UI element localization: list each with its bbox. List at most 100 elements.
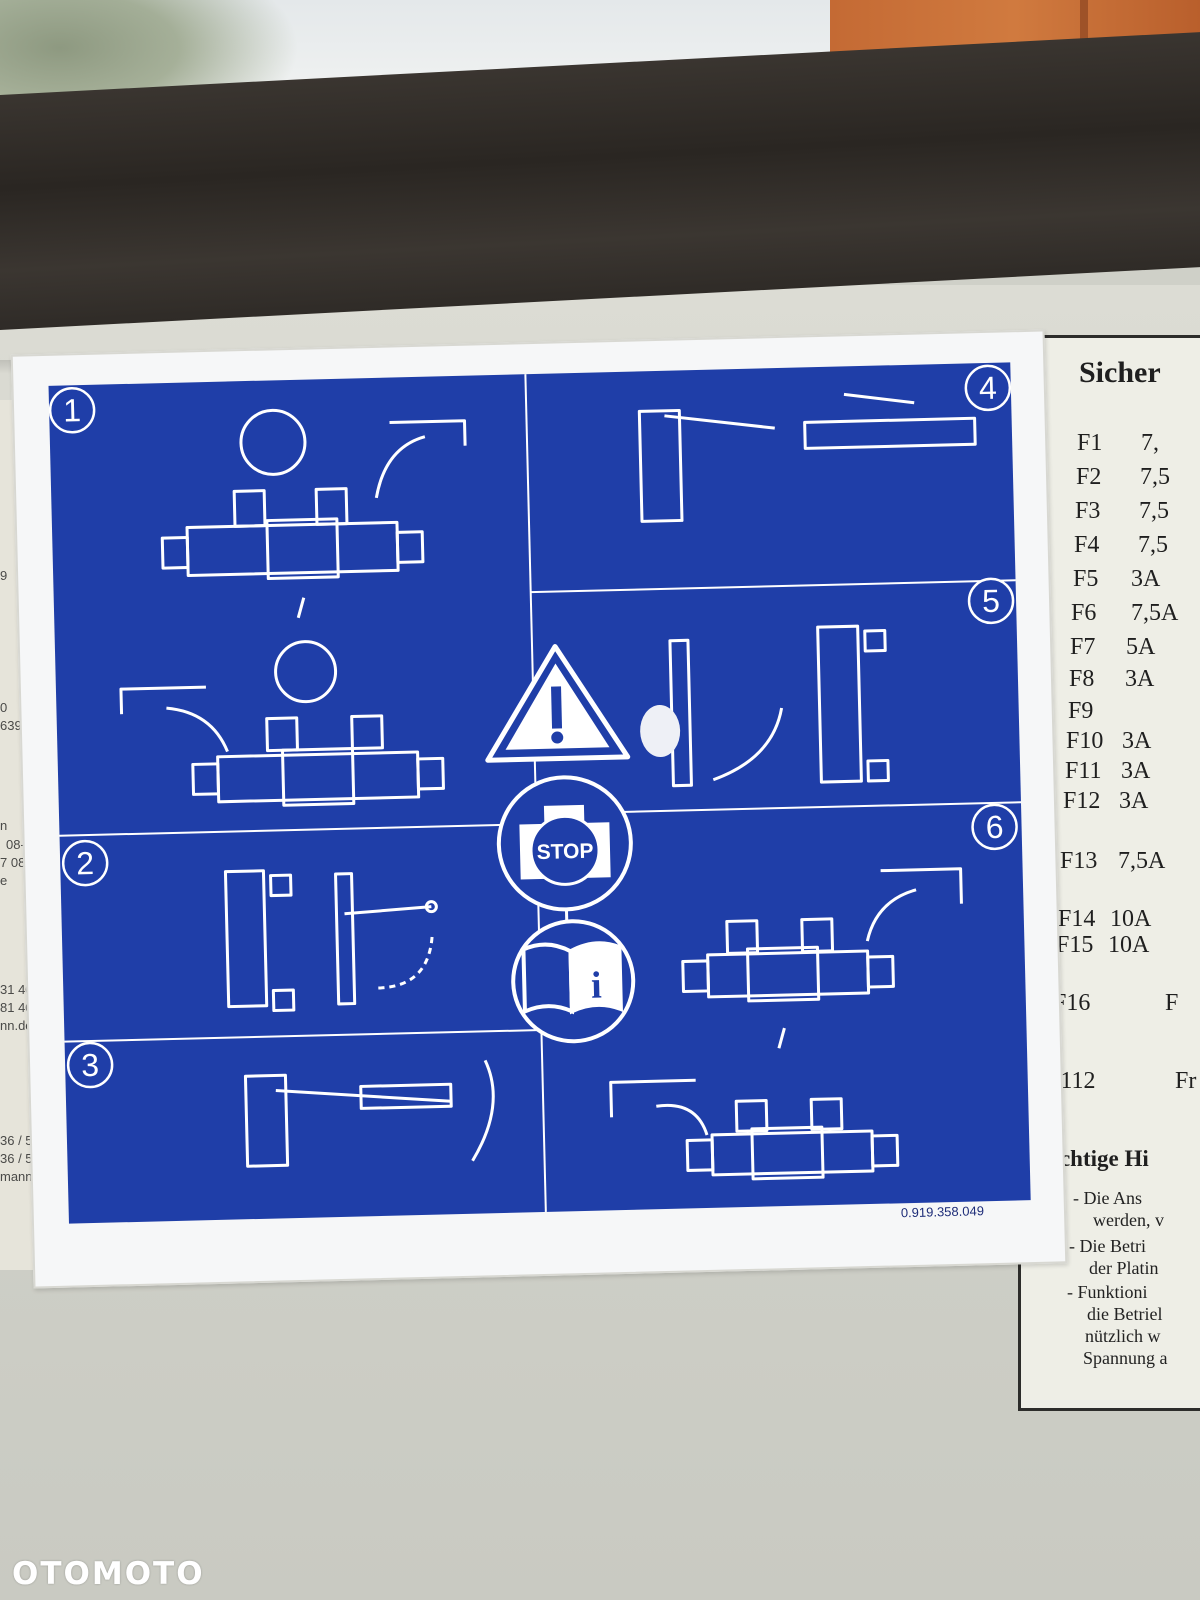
fuse-id: F16 (1053, 990, 1091, 1016)
hydraulic-instruction-sign: 1 2 3 4 5 6 (10, 329, 1068, 1289)
fuse-row: F12 3A (1063, 788, 1148, 815)
fuse-id: F10 (1066, 728, 1104, 754)
fuse-rating: 10A (1110, 906, 1152, 932)
slash-separator (777, 1027, 786, 1049)
contact-line: 639 (0, 718, 22, 733)
fuse-id: F11 (1065, 758, 1102, 784)
panel-divider (64, 1029, 542, 1043)
fuse-row: F13 7,5A (1060, 848, 1165, 875)
contact-line: nn.de (0, 1018, 33, 1033)
step-badge (967, 577, 1015, 625)
fuse-row: F15 10A (1056, 932, 1149, 959)
step-badge (971, 803, 1018, 851)
double-arrow-icon (471, 1059, 495, 1162)
fuse-row: F16 F (1053, 990, 1178, 1017)
fuse-row: F11 3A (1065, 758, 1150, 785)
step-number: 2 (76, 845, 95, 881)
fuse-id: F6 (1071, 600, 1097, 626)
fuse-row: F14 10A (1058, 906, 1151, 933)
fuse-row: F4 7,5 (1074, 532, 1168, 559)
fuse-row: F3 7,5 (1075, 498, 1169, 525)
fuse-rating: 7,5 (1140, 464, 1170, 490)
fuse-id: F12 (1063, 788, 1101, 814)
fuse-rating: 3A (1121, 758, 1151, 784)
fuse-rating: 7,5A (1118, 848, 1166, 874)
watermark-logo: OTOMOTO (12, 1556, 205, 1592)
fuse-rating: 7,5 (1139, 498, 1169, 524)
curved-arrow-icon (166, 706, 229, 753)
fuse-row: F6 7,5A (1071, 600, 1178, 627)
fuse-id: F5 (1073, 566, 1099, 592)
fuse-rating: 3A (1119, 788, 1149, 814)
fuse-rating: 7,5 (1138, 532, 1168, 558)
step-number: 6 (985, 809, 1004, 845)
fuse-table-label: Sicher F1 7, F2 7,5 F3 7,5 F4 7,5 F5 3A F6 7,5… (1018, 335, 1200, 1411)
note-line: - Funktioni (1067, 1282, 1148, 1302)
lever-icon (880, 867, 963, 904)
fuse-id: F112 (1047, 1068, 1096, 1094)
right-arrow-icon (843, 392, 915, 405)
fuse-id: F14 (1058, 906, 1096, 932)
step-badge (48, 387, 96, 434)
fuse-id: F2 (1076, 464, 1102, 490)
fuse-id: F4 (1074, 532, 1100, 558)
curved-arrow-icon (865, 888, 917, 942)
step-number: 5 (982, 583, 1001, 619)
fuse-table-title: Sicher (1079, 356, 1161, 389)
fuse-id: F7 (1070, 634, 1096, 660)
step-number: 4 (979, 370, 998, 406)
contact-line: e (0, 873, 8, 888)
valve-icon (681, 917, 895, 1003)
fuse-row: F5 3A (1073, 566, 1160, 593)
fuse-id: F13 (1060, 848, 1098, 874)
manual-valve-icon (223, 869, 438, 1013)
worn-paint-spot (640, 705, 681, 758)
fuse-rating: Fr (1175, 1068, 1197, 1094)
fuse-row: F10 3A (1066, 728, 1151, 755)
stop-circle (529, 814, 601, 886)
valve-icon (160, 487, 425, 581)
magnifier-detail-icon (239, 408, 307, 476)
step-number: 3 (81, 1047, 100, 1083)
fuse-rating: 3A (1122, 728, 1152, 754)
fuse-rating: 10A (1108, 932, 1150, 958)
fuse-rating: 7, (1141, 430, 1159, 456)
note-line: die Betriel (1087, 1304, 1163, 1324)
fuse-id: F1 (1077, 430, 1103, 456)
lever-icon (119, 685, 206, 715)
step-badge (964, 364, 1012, 412)
note-line: - Die Betri (1069, 1236, 1146, 1256)
panel-divider (59, 823, 537, 837)
fuse-row: F1 7, (1077, 430, 1159, 457)
fuse-id: F8 (1069, 666, 1095, 692)
panel-divider (530, 579, 1016, 594)
note-line: - Die Ans (1073, 1188, 1142, 1208)
part-number: 0.919.358.049 (901, 1203, 984, 1220)
info-letter: i (591, 965, 603, 1007)
magnifier-detail-icon (274, 640, 338, 704)
note-line: werden, v (1093, 1210, 1164, 1230)
fuse-rating: 5A (1126, 634, 1156, 660)
valve-icon (191, 714, 445, 807)
step-badge (66, 1041, 114, 1089)
contact-line: 0 (0, 700, 8, 715)
note-line: der Platin (1089, 1258, 1159, 1278)
note-line: nützlich w (1085, 1326, 1161, 1346)
read-manual-icon (521, 941, 623, 1015)
fuse-rating: 7,5A (1131, 600, 1179, 626)
fuse-id: F9 (1068, 698, 1094, 724)
warning-triangle-icon (485, 644, 631, 763)
fuse-rating: 3A (1131, 566, 1161, 592)
fuse-row: F112 Fr (1047, 1068, 1196, 1095)
step-number: 1 (63, 392, 82, 428)
hand-pump-icon (243, 1073, 453, 1168)
curved-arrow-icon (712, 707, 784, 782)
fuse-row: F2 7,5 (1076, 464, 1170, 491)
fuse-id: F3 (1075, 498, 1101, 524)
fuse-id: F15 (1056, 932, 1094, 958)
lever-icon (389, 419, 467, 446)
lever-icon (609, 1078, 696, 1118)
fuse-rating: F (1165, 990, 1179, 1016)
slash-separator (296, 597, 306, 619)
